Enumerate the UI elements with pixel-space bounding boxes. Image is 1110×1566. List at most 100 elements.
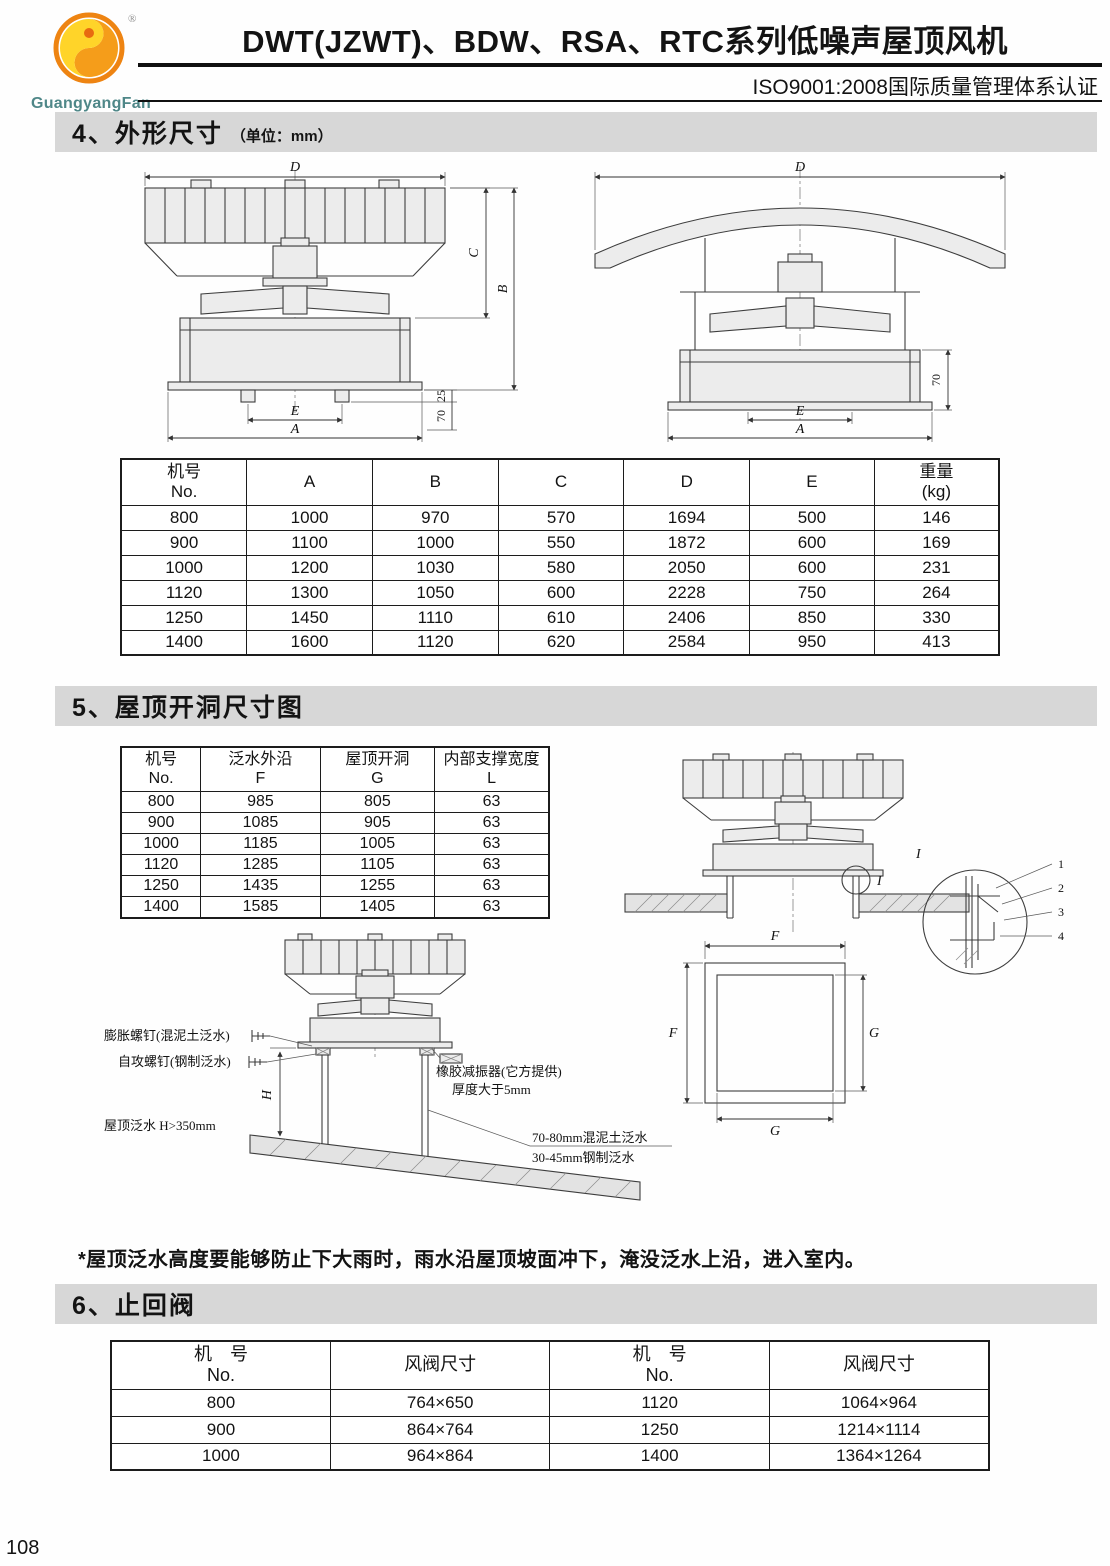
table-cell: 1400 xyxy=(120,895,202,918)
opening-plan-drawing: F F G G xyxy=(668,929,879,1139)
col-header-no: 机号 No. xyxy=(120,458,248,506)
table-cell: 2228 xyxy=(623,579,751,606)
table-header-row: 机 号 No. 风阀尺寸 机 号 No. 风阀尺寸 xyxy=(110,1340,990,1390)
table-cell: 950 xyxy=(749,629,875,656)
dim-label-f-left: F xyxy=(668,1026,678,1041)
logo-text: GuangyangFan xyxy=(30,95,152,112)
dim-label-g-bottom: G xyxy=(770,1124,780,1139)
table-cell: 1694 xyxy=(623,504,751,531)
annotation-tapping-screw: 自攻螺钉(钢制泛水) xyxy=(118,1054,231,1069)
table-cell: 1405 xyxy=(319,895,436,918)
detail-item-1: 1 xyxy=(1058,857,1064,871)
table-cell: 1364×1264 xyxy=(768,1442,990,1471)
col-header-d: D xyxy=(623,458,751,506)
dim-label-e: E xyxy=(290,404,300,419)
table-cell: 1085 xyxy=(200,811,321,834)
table-cell: 1000 xyxy=(120,832,202,855)
table-cell: 600 xyxy=(497,579,625,606)
table-cell: 2050 xyxy=(623,554,751,581)
dim-label-c: C xyxy=(467,248,482,258)
installation-drawing: H 膨胀螺钉(混泥土泛水) 自攻螺钉(钢制泛水) 橡胶减振器(它方提供) 厚度大… xyxy=(104,933,672,1201)
table-cell: 600 xyxy=(749,529,875,556)
dim-label-70: 70 xyxy=(434,410,448,422)
section-6-header: 6、止回阀 xyxy=(55,1284,1097,1324)
company-logo: ® GuangyangFan xyxy=(16,10,166,113)
iso-certification-text: ISO9001:2008国际质量管理体系认证 xyxy=(752,76,1098,99)
table-cell: 850 xyxy=(749,604,875,631)
table-cell: 1250 xyxy=(549,1415,770,1444)
table-cell: 63 xyxy=(434,832,550,855)
detail-mark-label: I xyxy=(876,874,883,889)
table-cell: 750 xyxy=(749,579,875,606)
dim-label-d: D xyxy=(794,160,805,175)
table-cell: 800 xyxy=(110,1388,331,1417)
section-4-title: 4、外形尺寸 xyxy=(72,120,223,148)
table-cell: 1200 xyxy=(246,554,373,581)
page-number: 108 xyxy=(6,1537,40,1559)
table-cell: 2584 xyxy=(623,629,751,656)
annotation-expansion-bolt: 膨胀螺钉(混泥土泛水) xyxy=(104,1028,230,1043)
annotation-concrete-flashing: 70-80mm混泥土泛水 xyxy=(532,1130,648,1145)
annotation-isolator: 橡胶减振器(它方提供) xyxy=(436,1064,562,1079)
table-cell: 580 xyxy=(497,554,625,581)
table-cell: 1105 xyxy=(319,853,436,876)
detail-circle-drawing: I 1 2 3 4 xyxy=(915,847,1064,975)
dim-label-25: 25 xyxy=(434,390,448,402)
dim-label-e: E xyxy=(795,404,805,419)
col-header-support-l: 内部支撑宽度 L xyxy=(434,746,550,792)
table-cell: 800 xyxy=(120,504,248,531)
table-cell: 805 xyxy=(319,790,436,813)
table-cell: 600 xyxy=(749,554,875,581)
col-header-e: E xyxy=(749,458,875,506)
subtitle-rule xyxy=(138,100,1102,102)
table-cell: 1110 xyxy=(371,604,499,631)
table-cell: 1585 xyxy=(200,895,321,918)
dim-label-b: B xyxy=(496,284,511,293)
dim-label-a: A xyxy=(290,422,300,437)
page-title: DWT(JZWT)、BDW、RSA、RTC系列低噪声屋顶风机 xyxy=(242,24,1008,59)
annotation-steel-flashing: 30-45mm钢制泛水 xyxy=(532,1150,635,1165)
title-rule xyxy=(138,63,1102,67)
table-cell: 330 xyxy=(873,604,1000,631)
table-cell: 264 xyxy=(873,579,1000,606)
table-cell: 1255 xyxy=(319,874,436,897)
section-5-header: 5、屋顶开洞尺寸图 xyxy=(55,686,1097,726)
table-cell: 63 xyxy=(434,790,550,813)
table-cell: 413 xyxy=(873,629,1000,656)
table-cell: 1050 xyxy=(371,579,499,606)
col-header-opening-g: 屋顶开洞 G xyxy=(319,746,436,792)
table-cell: 1450 xyxy=(246,604,373,631)
table-cell: 964×864 xyxy=(329,1442,551,1471)
col-header-a: A xyxy=(246,458,373,506)
roof-mount-drawing: I xyxy=(624,752,970,934)
table-cell: 900 xyxy=(120,811,202,834)
table-cell: 1250 xyxy=(120,604,248,631)
table-cell: 1120 xyxy=(549,1388,770,1417)
table-cell: 1185 xyxy=(200,832,321,855)
table-cell: 231 xyxy=(873,554,1000,581)
dim-label-g-right: G xyxy=(869,1026,879,1041)
col-header-no-right: 机 号 No. xyxy=(549,1340,770,1390)
col-header-valve-size-left: 风阀尺寸 xyxy=(329,1340,551,1390)
table-cell: 764×650 xyxy=(329,1388,551,1417)
table-cell: 570 xyxy=(497,504,625,531)
table-cell: 1400 xyxy=(120,629,248,656)
table-cell: 1120 xyxy=(120,579,248,606)
dim-label-a: A xyxy=(795,422,805,437)
section-4-header: 4、外形尺寸 （单位：mm） xyxy=(55,112,1097,152)
dim-label-70: 70 xyxy=(929,374,943,386)
table-cell: 63 xyxy=(434,895,550,918)
